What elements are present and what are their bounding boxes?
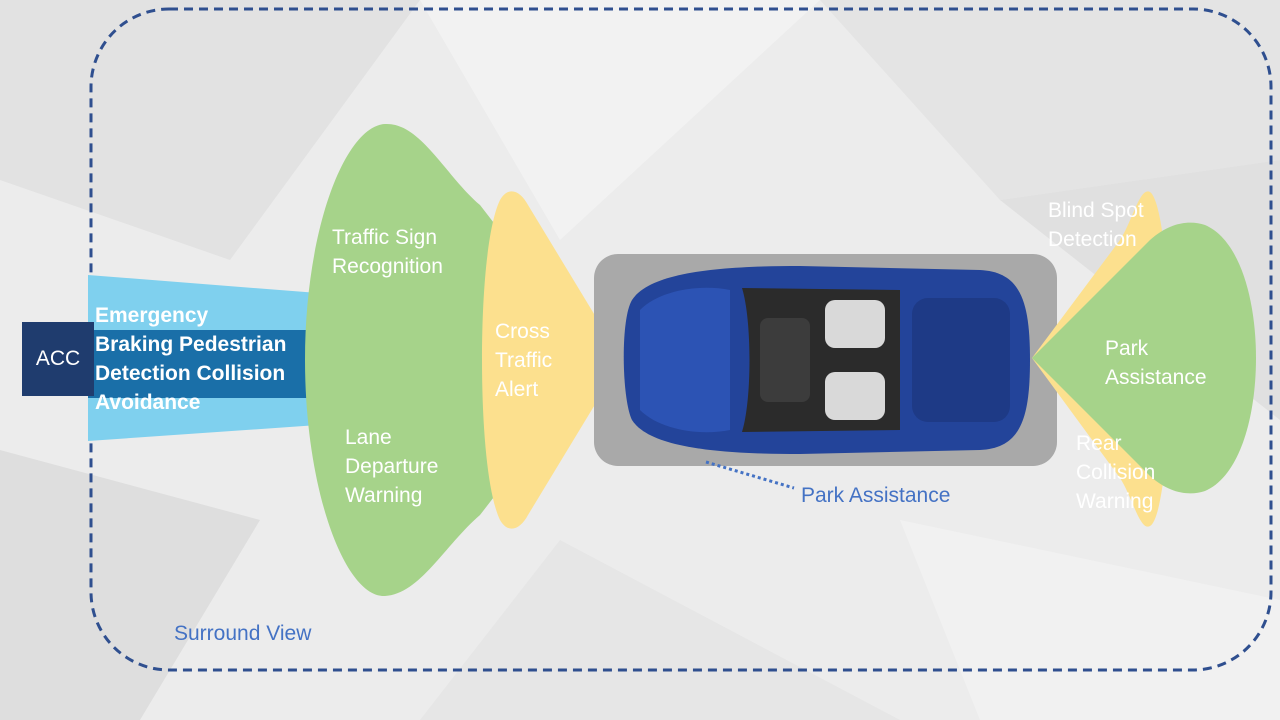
car-top-view	[623, 266, 1030, 454]
blind-spot-label: Blind Spot Detection	[1048, 199, 1144, 251]
rear-collision-label: Rear Collision Warning	[1076, 432, 1156, 513]
lane-departure-label: Lane Departure Warning	[345, 426, 439, 507]
front-yellow-lobe	[482, 191, 622, 529]
aeb-label: Emergency Braking Pedestrian Detection C…	[95, 304, 287, 414]
aeb-inner-band	[88, 330, 318, 398]
front-green-lobe	[305, 123, 600, 597]
surround-view-label: Surround View	[174, 622, 312, 645]
park-assistance-bottom-label: Park Assistance	[801, 484, 951, 507]
acc-label: ACC	[35, 347, 81, 370]
rear-green-lobe	[1032, 222, 1256, 494]
traffic-sign-label: Traffic Sign Recognition	[332, 226, 443, 278]
cross-traffic-label: Cross Traffic Alert	[495, 320, 553, 401]
park-assistance-rear-label: Park Assistance	[1105, 337, 1207, 389]
acc-box	[22, 322, 94, 396]
